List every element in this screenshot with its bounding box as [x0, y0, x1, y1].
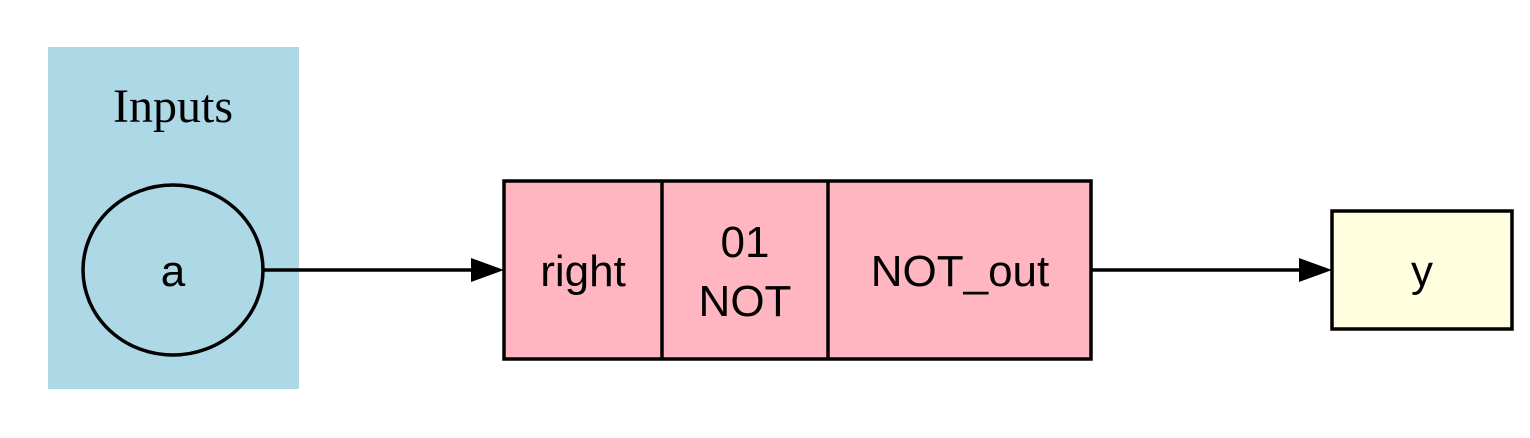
not-gate-port-right-label: right: [540, 247, 626, 296]
not-gate-shape: [502, 179, 1093, 361]
not-gate-type-label: NOT: [699, 277, 792, 326]
output-node-y[interactable]: y: [1330, 209, 1514, 331]
not-gate-id-label: 01: [721, 218, 770, 267]
output-node-y-label: y: [1411, 247, 1433, 296]
not-gate-node[interactable]: right 01 NOT NOT_out: [502, 179, 1093, 361]
edge-a-to-not-arrowhead: [471, 258, 504, 282]
output-node-y-shape: [1330, 209, 1514, 331]
edge-not-to-y-arrowhead: [1299, 258, 1332, 282]
inputs-cluster: Inputs: [48, 47, 299, 389]
inputs-cluster-background: [48, 47, 299, 389]
inputs-cluster-title: Inputs: [113, 80, 233, 133]
input-node-a-label: a: [161, 247, 186, 296]
edge-a-to-not: [263, 258, 504, 282]
not-gate-port-out-label: NOT_out: [871, 247, 1050, 296]
edge-not-to-y: [1091, 258, 1332, 282]
